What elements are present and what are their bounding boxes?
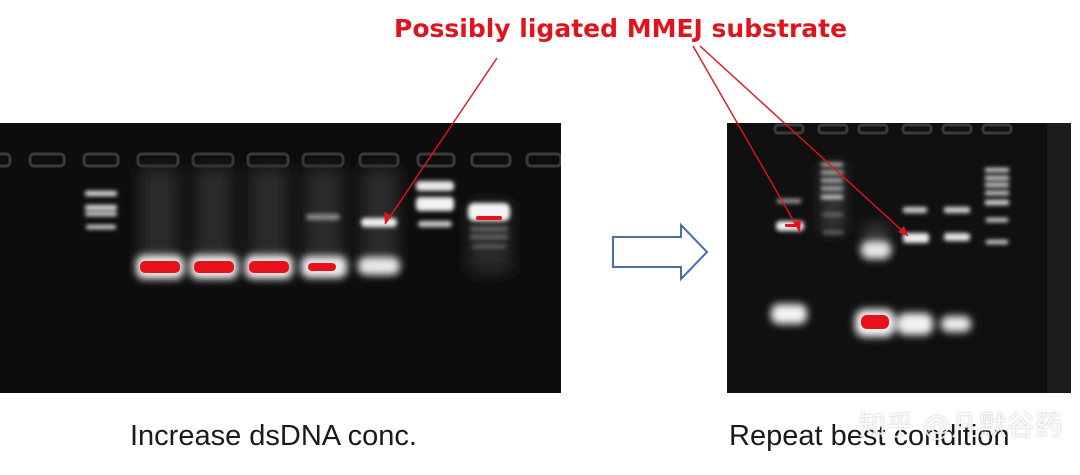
pointer-head-right1: [793, 220, 801, 232]
annotation-pointers: [384, 45, 909, 237]
pointer-line-right-lane1: [692, 45, 801, 233]
pointer-line-left-gel: [384, 57, 498, 225]
watermark-text: 知乎 @凡默谷药: [858, 409, 1063, 442]
annotation-label: Possibly ligated MMEJ substrate: [394, 14, 848, 43]
right-gel-graphic: [771, 123, 1013, 337]
left-gel-image: [0, 123, 561, 393]
gel-edge: [1047, 123, 1071, 393]
right-arrow-icon: [612, 222, 709, 282]
pointer-head-left: [384, 212, 392, 224]
right-gel-image: [727, 123, 1071, 393]
left-gel-graphic: [0, 152, 561, 279]
pointer-arrowheads: [384, 212, 908, 236]
right-gel-caption: Repeat best condition: [729, 420, 1010, 452]
pointer-line-right-lane4: [699, 45, 909, 237]
pointer-head-right2: [898, 226, 908, 236]
left-gel-caption: Increase dsDNA conc.: [130, 420, 417, 452]
